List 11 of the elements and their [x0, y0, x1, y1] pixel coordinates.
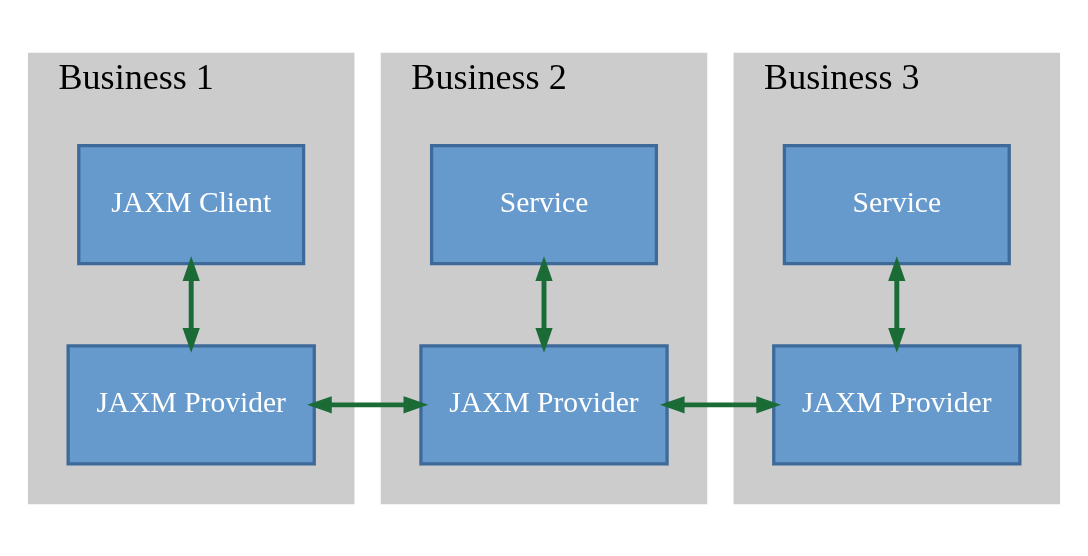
arrow: [535, 255, 553, 353]
node-box: JAXM Provider: [419, 343, 669, 466]
arrow: [888, 255, 906, 353]
arrow: [659, 395, 781, 413]
arrow: [182, 255, 200, 353]
node-box: JAXM Provider: [772, 343, 1022, 466]
node-box: JAXM Client: [77, 143, 306, 265]
node-box: Service: [782, 143, 1011, 265]
node-box: Service: [429, 143, 659, 265]
arrow: [307, 395, 429, 413]
node-box: JAXM Provider: [66, 343, 316, 466]
